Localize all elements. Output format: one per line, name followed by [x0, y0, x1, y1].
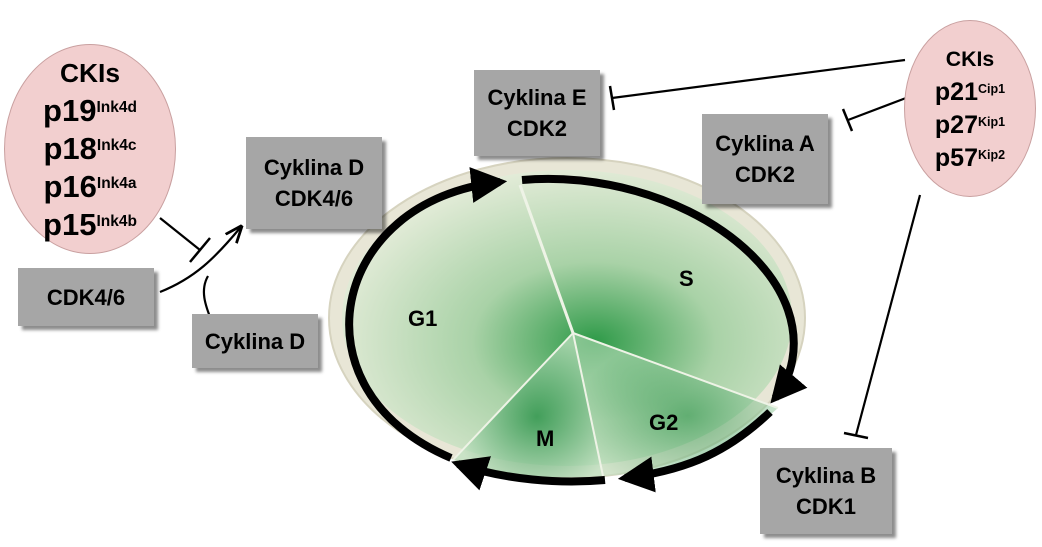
phase-label-s: S — [679, 266, 694, 291]
cycle-arrow-m-to-g1 — [451, 456, 606, 491]
wedge-g2 — [573, 333, 778, 476]
box-cyclin-d-cdk46: Cyklina D CDK4/6 — [246, 137, 382, 229]
wedge-g1-boundary — [452, 332, 574, 461]
box-cyclin-d-line1: Cyklina D — [204, 328, 306, 354]
cycle-arrow-g2-to-m — [617, 409, 773, 493]
ckis-right-title: CKIs — [945, 46, 995, 71]
box-cdk46-line1: CDK4/6 — [46, 284, 126, 310]
box-cyclin-e-cdk2: Cyklina E CDK2 — [474, 70, 600, 156]
inhibit-cyclin-a-line — [847, 96, 907, 122]
box-cyclin-a-cdk2: Cyklina A CDK2 — [702, 114, 828, 204]
wedge-m — [453, 333, 603, 478]
phase-label-g1: G1 — [408, 306, 438, 331]
cycle-arrow-g1-to-s — [345, 167, 508, 462]
left-cki-inhibit-line — [159, 217, 201, 251]
box-cyclin-d: Cyklina D — [192, 314, 318, 368]
inhibit-cyclin-e-line — [611, 58, 906, 100]
box-cdk46: CDK4/6 — [18, 268, 154, 326]
box-cyclin-b-line1: Cyklina B — [775, 463, 877, 488]
cki-p57: p57Kip2 — [934, 143, 1006, 172]
cki-p18: p18Ink4c — [43, 131, 137, 166]
phase-label-g2: G2 — [649, 410, 679, 435]
inhibit-cyclin-e-bar — [608, 85, 616, 111]
cki-p27: p27Kip1 — [934, 110, 1006, 139]
cki-p15: p15Ink4b — [43, 207, 137, 242]
cki-p19: p19Ink4d — [43, 93, 137, 128]
box-cyclin-e-line2: CDK2 — [507, 116, 567, 141]
wedge-s-boundary — [518, 184, 575, 334]
inhibit-cyclin-b-line — [854, 194, 922, 436]
box-cyclin-b-cdk1: Cyklina B CDK1 — [760, 448, 892, 534]
wedge-g2-boundary — [572, 332, 604, 477]
box-cyclin-a-line1: Cyklina A — [715, 131, 815, 156]
phase-label-m: M — [536, 426, 555, 451]
assembly-arrow — [159, 228, 240, 294]
box-cyclin-d-cdk46-line2: CDK4/6 — [274, 186, 354, 211]
inhibit-cyclin-b-bar — [843, 431, 869, 440]
inhibit-cyclin-a-bar — [841, 108, 854, 132]
wedge-g2s-boundary — [572, 332, 779, 409]
left-cki-inhibit-bar — [189, 237, 211, 263]
ckis-ink4-group: CKIs p19Ink4d p18Ink4c p16Ink4a p15Ink4b — [4, 44, 176, 254]
ckis-cip-kip-group: CKIs p21Cip1 p27Kip1 p57Kip2 — [904, 20, 1036, 197]
ckis-left-title: CKIs — [59, 58, 121, 88]
box-cyclin-b-line2: CDK1 — [796, 494, 856, 519]
cki-p21: p21Cip1 — [934, 77, 1006, 106]
box-cyclin-a-line2: CDK2 — [735, 162, 795, 187]
cki-p16: p16Ink4a — [43, 169, 137, 204]
box-cyclin-e-line1: Cyklina E — [487, 85, 587, 110]
box-cyclin-d-cdk46-line1: Cyklina D — [263, 155, 365, 180]
cycle-arrow-s-to-g2 — [521, 174, 808, 404]
